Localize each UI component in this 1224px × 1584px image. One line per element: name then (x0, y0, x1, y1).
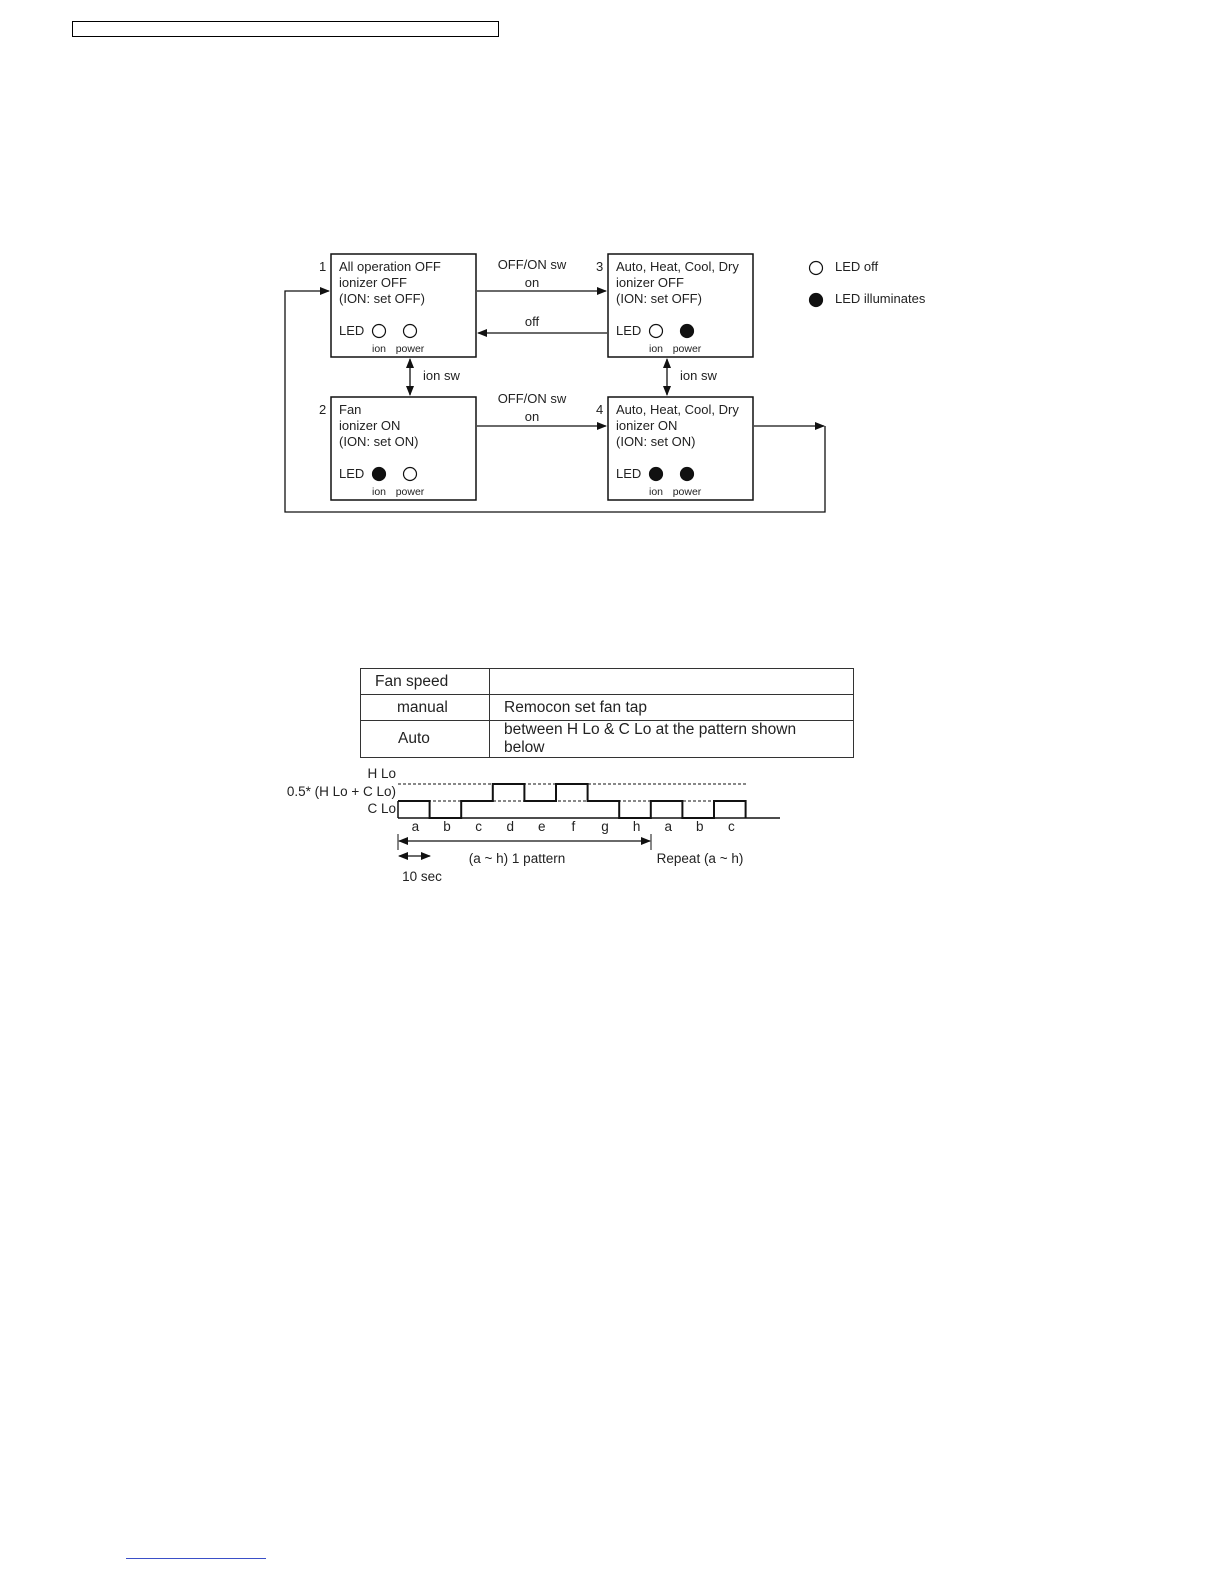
transition-label: OFF/ON sw (498, 391, 567, 406)
desc-cell: between H Lo & C Lo at the pattern shown… (489, 720, 854, 758)
mode-cell: Auto (360, 720, 490, 758)
segment-label: h (633, 819, 641, 834)
table-row: manual Remocon set fan tap (360, 694, 854, 721)
fan-speed-waveform: H Lo 0.5* (H Lo + C Lo) C Lo a b c d e f g h a b c… (287, 766, 780, 884)
state-box-4: 4 Auto, Heat, Cool, Dry ionizer ON (ION:… (596, 396, 754, 501)
header-box (72, 21, 499, 37)
power-label: power (396, 486, 425, 498)
ion-led-off-icon (371, 323, 387, 339)
legend-on-label: LED illuminates (835, 291, 926, 306)
table-row: Auto between H Lo & C Lo at the pattern … (360, 720, 854, 758)
segment-label: c (728, 819, 735, 834)
ion-led-on-icon (371, 466, 387, 482)
transition-label: on (525, 409, 539, 424)
repeat-label: Repeat (a ~ h) (657, 851, 744, 866)
led-label: LED (339, 323, 364, 338)
state-line: All operation OFF (339, 259, 441, 274)
waveform-line (398, 783, 747, 819)
segment-label: a (412, 819, 420, 834)
power-led-off-icon (402, 323, 418, 339)
transition-label: ion sw (423, 368, 460, 383)
state-line: (ION: set ON) (616, 434, 695, 449)
power-label: power (673, 343, 702, 355)
ion-label: ion (372, 486, 386, 498)
segment-label: e (538, 819, 546, 834)
transition-label: OFF/ON sw (498, 257, 567, 272)
transition-label: ion sw (680, 368, 717, 383)
state-box-1: 1 All operation OFF ionizer OFF (ION: se… (319, 253, 477, 358)
table-header-empty (489, 668, 854, 695)
state-line: Auto, Heat, Cool, Dry (616, 402, 739, 417)
level-label-mid: 0.5* (H Lo + C Lo) (287, 784, 396, 799)
ion-label: ion (372, 343, 386, 355)
state-line: Auto, Heat, Cool, Dry (616, 259, 739, 274)
state-line: Fan (339, 402, 361, 417)
state-number: 4 (596, 402, 603, 417)
state-line: (ION: set OFF) (339, 291, 425, 306)
power-led-off-icon (402, 466, 418, 482)
state-box-2: 2 Fan ionizer ON (ION: set ON) LED ion p… (319, 396, 477, 501)
desc-cell: Remocon set fan tap (489, 694, 854, 721)
transition-label: on (525, 275, 539, 290)
power-led-on-icon (679, 323, 695, 339)
segment-label: b (696, 819, 704, 834)
segment-label: b (443, 819, 451, 834)
table-header-cell: Fan speed (360, 668, 490, 695)
power-led-on-icon (679, 466, 695, 482)
led-label: LED (616, 466, 641, 481)
ion-led-off-icon (648, 323, 664, 339)
legend-led-off-icon (808, 260, 824, 276)
legend-off-label: LED off (835, 259, 879, 274)
state-number: 2 (319, 402, 326, 417)
state-line: ionizer OFF (616, 275, 684, 290)
state-number: 3 (596, 259, 603, 274)
ion-label: ion (649, 343, 663, 355)
power-label: power (396, 343, 425, 355)
table-header-row: Fan speed (360, 668, 854, 695)
footer-link-underline[interactable] (126, 1558, 266, 1559)
segment-label: a (664, 819, 672, 834)
ion-label: ion (649, 486, 663, 498)
ion-led-on-icon (648, 466, 664, 482)
state-line: ionizer OFF (339, 275, 407, 290)
state-number: 1 (319, 259, 326, 274)
pattern-label: (a ~ h) 1 pattern (469, 851, 565, 866)
state-box-3: 3 Auto, Heat, Cool, Dry ionizer OFF (ION… (596, 253, 754, 358)
segment-label: d (506, 819, 514, 834)
mode-cell: manual (360, 694, 490, 721)
state-line: (ION: set OFF) (616, 291, 702, 306)
power-label: power (673, 486, 702, 498)
legend-led-on-icon (808, 292, 824, 308)
led-label: LED (339, 466, 364, 481)
led-label: LED (616, 323, 641, 338)
segment-label: c (475, 819, 482, 834)
transition-label: off (525, 314, 540, 329)
level-label-c-lo: C Lo (367, 801, 396, 816)
fan-speed-table: Fan speed manual Remocon set fan tap Aut… (360, 668, 854, 758)
arrow-loop-to-1 (284, 287, 826, 513)
segment-label: g (601, 819, 609, 834)
segment-label: f (572, 819, 576, 834)
state-line: ionizer ON (339, 418, 400, 433)
level-label-h-lo: H Lo (367, 766, 396, 781)
state-line: ionizer ON (616, 418, 677, 433)
duration-label: 10 sec (402, 869, 442, 884)
state-line: (ION: set ON) (339, 434, 418, 449)
